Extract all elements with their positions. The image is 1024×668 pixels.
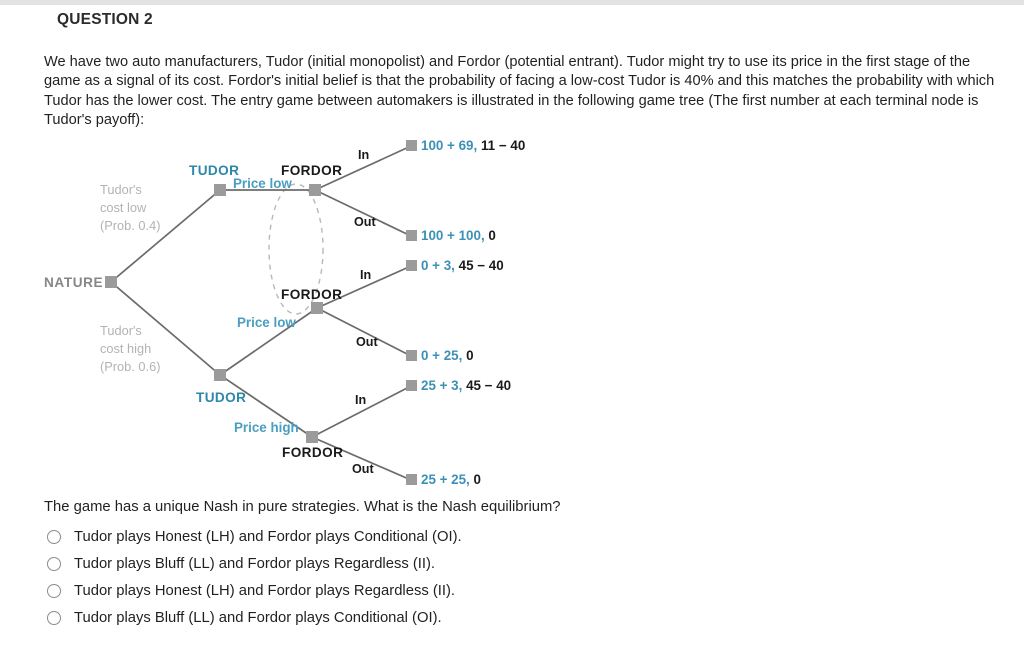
payoff-6-fordor: 0	[473, 472, 481, 487]
payoff-2: 100 + 100, 0	[421, 228, 496, 243]
top-divider-bar	[0, 0, 1024, 5]
edge-tudor-bottom-price-high	[219, 374, 313, 438]
payoff-1: 100 + 69, 11 − 40	[421, 138, 525, 153]
page-title: QUESTION 2	[57, 11, 153, 28]
payoff-3-fordor: 45 − 40	[458, 258, 504, 273]
nature-branch-high-label-line1: Tudor's	[100, 323, 142, 338]
edge-fordor-mid-in	[316, 265, 412, 309]
answer-option-1[interactable]: Tudor plays Honest (LH) and Fordor plays…	[44, 523, 744, 550]
payoff-2-fordor: 0	[488, 228, 496, 243]
payoff-6-tudor: 25 + 25,	[421, 472, 470, 487]
action-label-in-2: In	[360, 268, 372, 282]
node-nature	[105, 276, 117, 288]
action-label-price-high: Price high	[234, 420, 299, 435]
action-label-out-2: Out	[356, 335, 378, 349]
payoff-4-fordor: 0	[466, 348, 474, 363]
tudor-bottom-label: TUDOR	[196, 390, 247, 405]
node-fordor-mid	[311, 302, 323, 314]
action-label-price-low-mid: Price low	[237, 315, 296, 330]
payoff-4-tudor: 0 + 25,	[421, 348, 463, 363]
answer-option-1-label: Tudor plays Honest (LH) and Fordor plays…	[74, 528, 462, 545]
question-page: QUESTION 2 We have two auto manufacturer…	[0, 5, 1024, 668]
nature-branch-low-label-line1: Tudor's	[100, 182, 142, 197]
answer-option-4[interactable]: Tudor plays Bluff (LL) and Fordor plays …	[44, 604, 744, 631]
radio-button-icon-2[interactable]	[47, 556, 61, 571]
radio-button-icon-3[interactable]	[47, 583, 61, 598]
fordor-bottom-label: FORDOR	[282, 445, 344, 460]
radio-button-icon-1[interactable]	[47, 529, 61, 544]
nature-branch-high-label-line3: (Prob. 0.6)	[100, 359, 161, 374]
payoff-1-fordor: 11 − 40	[480, 138, 526, 153]
answer-option-3[interactable]: Tudor plays Honest (LH) and Fordor plays…	[44, 577, 744, 604]
edge-fordor-mid-out	[316, 307, 412, 357]
payoff-3-tudor: 0 + 3,	[421, 258, 455, 273]
information-set-ellipse	[268, 183, 324, 315]
terminal-node-3	[406, 260, 417, 271]
nature-branch-low-label-line3: (Prob. 0.4)	[100, 218, 161, 233]
action-label-out-1: Out	[354, 215, 376, 229]
node-fordor-bottom	[306, 431, 318, 443]
payoff-2-tudor: 100 + 100,	[421, 228, 485, 243]
nature-node-label: NATURE	[44, 275, 104, 290]
terminal-node-2	[406, 230, 417, 241]
edge-fordor-bottom-in	[311, 385, 412, 438]
action-label-out-3: Out	[352, 462, 374, 476]
payoff-1-tudor: 100 + 69,	[421, 138, 478, 153]
payoff-3: 0 + 3, 45 − 40	[421, 258, 504, 273]
node-fordor-top	[309, 184, 321, 196]
fordor-mid-label: FORDOR	[281, 287, 343, 302]
payoff-5: 25 + 3, 45 − 40	[421, 378, 511, 393]
radio-button-icon-4[interactable]	[47, 610, 61, 625]
game-tree-canvas	[105, 140, 417, 485]
node-tudor-bottom	[214, 369, 226, 381]
payoff-5-fordor: 45 − 40	[466, 378, 512, 393]
answer-option-2-label: Tudor plays Bluff (LL) and Fordor plays …	[74, 555, 436, 572]
edge-fordor-top-out	[314, 189, 412, 237]
node-tudor-top	[214, 184, 226, 196]
terminal-node-1	[406, 140, 417, 151]
terminal-node-6	[406, 474, 417, 485]
game-tree: NATURE Tudor's cost low (Prob. 0.4) Tudo…	[0, 125, 1024, 495]
fordor-top-label: FORDOR	[281, 163, 343, 178]
answer-option-3-label: Tudor plays Honest (LH) and Fordor plays…	[74, 582, 456, 599]
action-label-price-low-top: Price low	[233, 176, 292, 191]
question-prompt: The game has a unique Nash in pure strat…	[44, 499, 561, 515]
payoff-6: 25 + 25, 0	[421, 472, 481, 487]
edge-tudor-bottom-price-low	[219, 307, 318, 376]
answer-options-list: Tudor plays Honest (LH) and Fordor plays…	[44, 523, 744, 631]
edge-fordor-top-in	[314, 145, 412, 191]
action-label-in-1: In	[358, 148, 370, 162]
edge-nature-to-tudor-top	[110, 189, 221, 283]
nature-branch-high-label-line2: cost high	[100, 341, 152, 356]
payoff-4: 0 + 25, 0	[421, 348, 474, 363]
answer-option-2[interactable]: Tudor plays Bluff (LL) and Fordor plays …	[44, 550, 744, 577]
answer-option-4-label: Tudor plays Bluff (LL) and Fordor plays …	[74, 609, 442, 626]
tudor-top-label: TUDOR	[189, 163, 240, 178]
nature-branch-low-label-line2: cost low	[100, 200, 147, 215]
action-label-in-3: In	[355, 393, 367, 407]
terminal-node-5	[406, 380, 417, 391]
edge-nature-to-tudor-bottom	[110, 281, 221, 376]
terminal-node-4	[406, 350, 417, 361]
payoff-5-tudor: 25 + 3,	[421, 378, 463, 393]
edge-fordor-bottom-out	[311, 436, 412, 481]
question-body-paragraph: We have two auto manufacturers, Tudor (i…	[44, 54, 995, 129]
